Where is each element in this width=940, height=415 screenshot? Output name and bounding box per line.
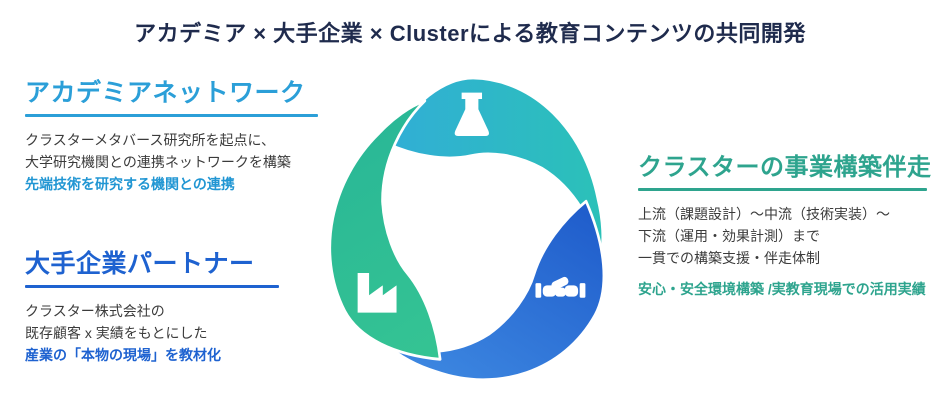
section-academia: アカデミアネットワーク クラスターメタバース研究所を起点に、 大学研究機関との連… [25,78,341,195]
section-cluster: クラスターの事業構築伴走 上流（課題設計）〜中流（技術実装）〜 下流（運用・効果… [638,153,936,300]
handshake-icon [535,276,586,298]
enterprise-heading: 大手企業パートナー [25,250,255,278]
academia-heading: アカデミアネットワーク [25,79,306,107]
cluster-body-line: 下流（運用・効果計測）まで [638,228,820,244]
enterprise-highlight: 産業の「本物の現場」を教材化 [25,347,221,364]
academia-body-line: クラスターメタバース研究所を起点に、 [25,132,276,149]
cycle-diagram [315,76,627,398]
cluster-underline [638,188,927,191]
cluster-body-line: 上流（課題設計）〜中流（技術実装）〜 [638,206,890,222]
section-enterprise: 大手企業パートナー クラスター株式会社の 既存顧客 x 実績をもとにした 産業の… [25,249,341,366]
academia-underline [25,114,318,118]
cluster-heading: クラスターの事業構築伴走 [638,154,932,181]
cluster-body-line: 一貫での構築支援・伴走体制 [638,250,820,266]
enterprise-underline [25,285,279,289]
cluster-highlight: 安心・安全環境構築 /実教育現場での活用実績 [638,281,926,297]
page-title: アカデミア × 大手企業 × Clusterによる教育コンテンツの共同開発 [134,21,806,46]
enterprise-body-line: 既存顧客 x 実績をもとにした [25,325,208,342]
academia-highlight: 先端技術を研究する機関との連携 [25,176,235,193]
academia-body-line: 大学研究機関との連携ネットワークを構築 [25,154,291,171]
flask-icon [454,92,489,137]
enterprise-body-line: クラスター株式会社の [25,303,165,320]
factory-icon [357,272,397,313]
